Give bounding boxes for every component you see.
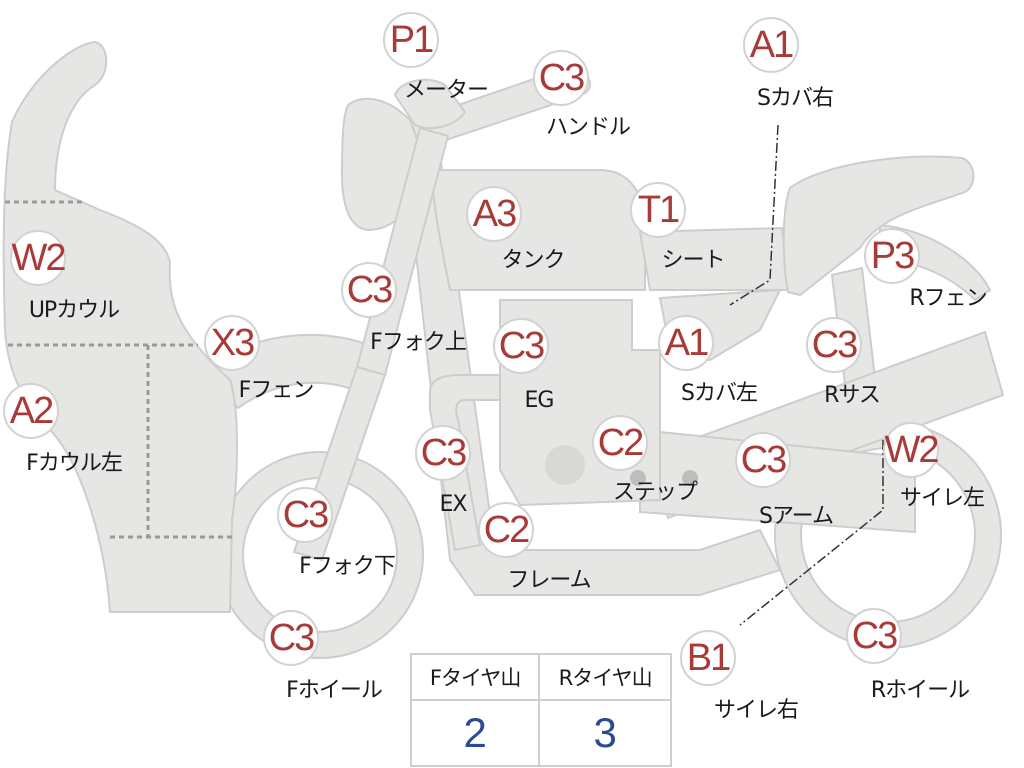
rear-tire-value: 3 (538, 699, 672, 767)
part-code-silencer-left: W2 (883, 422, 940, 478)
part-label-silencer-left: サイレ左 (899, 486, 985, 511)
step-bolt-left (630, 470, 646, 486)
part-label-front-wheel: Fホイール (286, 678, 383, 703)
part-code-silencer-right: B1 (680, 630, 736, 686)
part-label-rear-wheel: Rホイール (870, 678, 970, 703)
rear-tire-header: Rタイヤ山 (538, 653, 672, 701)
part-code-front-fender: X3 (204, 315, 260, 371)
part-code-tank: A3 (466, 186, 522, 242)
tire-table-value-row: 2 3 (409, 699, 672, 767)
part-label-exhaust: EX (439, 492, 468, 517)
part-code-seat: T1 (630, 182, 686, 238)
part-label-engine: EG (524, 388, 555, 413)
part-label-upper-cowl: UPカウル (28, 298, 120, 323)
part-label-side-cover-left: Sカバ左 (681, 381, 758, 406)
part-label-front-cowl-left: Fカウル左 (26, 451, 123, 476)
part-code-swing-arm: C3 (735, 432, 791, 488)
engine-hub-shape (545, 445, 585, 485)
part-label-front-fork-lower: Fフォク下 (299, 554, 396, 579)
part-label-front-fender: Fフェン (238, 378, 315, 403)
part-code-rear-wheel: C3 (846, 608, 902, 664)
exhaust-shape (429, 374, 521, 552)
part-label-seat: シート (661, 248, 725, 273)
part-label-frame: フレーム (507, 568, 591, 593)
part-code-engine: C3 (493, 318, 549, 374)
part-code-frame: C2 (478, 502, 534, 558)
part-label-meter: メーター (403, 78, 489, 103)
part-label-rear-fender: Rフェン (909, 286, 987, 311)
tire-tread-table: Fタイヤ山 Rタイヤ山 2 3 (409, 653, 672, 767)
part-label-front-fork-upper: Fフォク上 (370, 330, 467, 355)
step-bolt-right (682, 470, 698, 486)
part-code-handlebar: C3 (533, 50, 589, 106)
fairing-shape (2, 40, 238, 613)
tire-table-header-row: Fタイヤ山 Rタイヤ山 (409, 653, 672, 701)
part-label-side-cover-right: Sカバ右 (757, 86, 834, 111)
part-label-tank: タンク (501, 248, 565, 273)
part-label-swing-arm: Sアーム (759, 504, 834, 529)
part-label-handlebar: ハンドル (545, 115, 631, 140)
part-code-exhaust: C3 (415, 425, 471, 481)
meter-shape (393, 78, 467, 130)
part-code-rear-suspension: C3 (806, 317, 862, 373)
part-code-step: C2 (592, 415, 648, 471)
tail-cowl-shape (782, 155, 975, 297)
part-code-side-cover-right: A1 (743, 17, 799, 73)
part-code-front-fork-upper: C3 (341, 262, 397, 318)
part-label-silencer-right: サイレ右 (713, 698, 799, 723)
part-label-step: ステップ (612, 480, 698, 505)
part-code-meter: P1 (383, 12, 439, 68)
part-code-front-cowl-left: A2 (3, 383, 59, 439)
front-tire-value: 2 (409, 699, 541, 767)
part-code-rear-fender: P3 (864, 228, 920, 284)
leader-line-silencer-left (739, 440, 884, 626)
part-code-side-cover-left: A1 (658, 315, 714, 371)
leader-line-side-cover-right (729, 124, 779, 306)
front-tire-header: Fタイヤ山 (409, 653, 541, 701)
part-label-rear-suspension: Rサス (824, 383, 881, 408)
part-code-front-wheel: C3 (263, 610, 319, 666)
part-code-upper-cowl: W2 (10, 230, 67, 286)
part-code-front-fork-lower: C3 (277, 487, 333, 543)
